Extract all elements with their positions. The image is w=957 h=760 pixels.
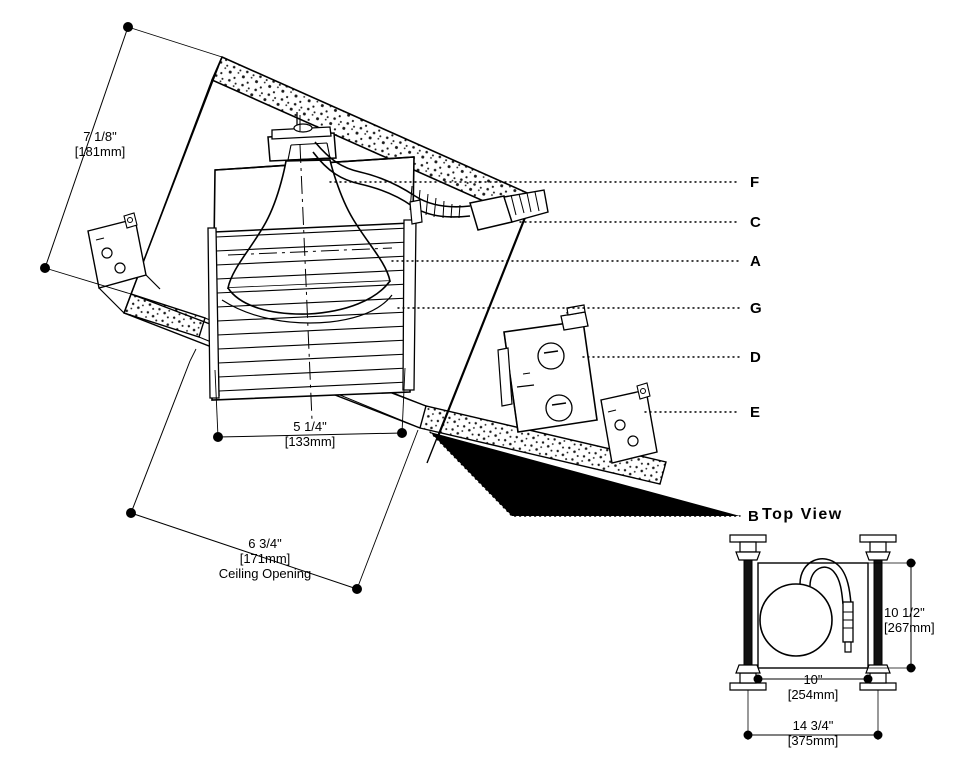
dimension-top-width-inner-metric: [254mm] (787, 687, 839, 702)
dimension-top-depth-imperial: 10 1/2" (884, 605, 925, 620)
callout-letter-c: C (750, 214, 761, 231)
callout-letter-f: F (750, 174, 760, 191)
center-axis-line (227, 115, 393, 421)
dimension-ceiling-opening: 6 3/4" [171mm] Ceiling Opening (177, 536, 353, 581)
callout-letter-d: D (750, 349, 761, 366)
dimension-top-width-outer-metric: [375mm] (787, 733, 839, 748)
callout-leader-lines (329, 181, 741, 517)
dimension-aperture: 5 1/4" [133mm] (254, 419, 366, 449)
callout-letter-a: A (750, 253, 761, 270)
dimension-ceiling-opening-note: Ceiling Opening (218, 566, 312, 581)
reflector-lamp-group (227, 142, 391, 315)
dimension-ceiling-opening-metric: [171mm] (239, 551, 291, 566)
baffle-trim-group (207, 219, 417, 399)
top-view-group (729, 534, 897, 691)
top-view-title: Top View (762, 506, 843, 523)
top-view-dimension-lines (743, 558, 916, 740)
dimension-top-width-outer: 14 3/4" [375mm] (763, 718, 863, 748)
junction-box-detail-group (497, 304, 598, 433)
dimension-height-metric: [181mm] (74, 144, 126, 159)
callout-letter-g: G (750, 300, 762, 317)
dimension-top-width-outer-imperial: 14 3/4" (792, 718, 834, 733)
flex-conduit-group (312, 141, 549, 231)
dimension-top-width-inner-imperial: 10" (803, 672, 823, 687)
callout-letter-e: E (750, 404, 761, 421)
dimension-aperture-imperial: 5 1/4" (293, 419, 327, 434)
dimension-ceiling-opening-imperial: 6 3/4" (248, 536, 282, 551)
dimension-top-width-inner: 10" [254mm] (763, 672, 863, 702)
dimension-height-imperial: 7 1/8" (83, 129, 117, 144)
dimension-lines-main (40, 22, 419, 594)
dimension-aperture-metric: [133mm] (284, 434, 336, 449)
junction-box-top-group (87, 212, 161, 314)
dimension-top-depth-metric: [267mm] (884, 620, 935, 635)
mounting-bracket-right-group (600, 382, 658, 464)
dimension-top-depth: 10 1/2" [267mm] (884, 605, 935, 635)
dimension-height: 7 1/8" [181mm] (58, 129, 142, 159)
callout-letter-b: B (748, 508, 759, 525)
